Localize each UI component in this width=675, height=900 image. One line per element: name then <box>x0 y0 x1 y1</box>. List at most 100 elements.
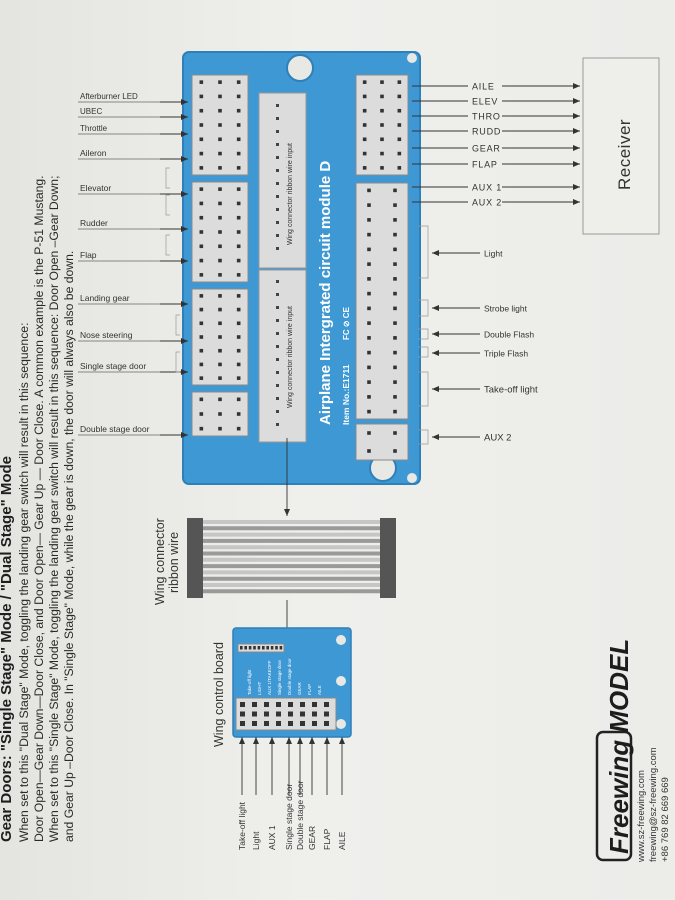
header-pin <box>218 397 222 402</box>
header-pin <box>236 362 241 367</box>
header-pin <box>393 306 397 311</box>
header-pin <box>218 230 222 234</box>
mounting-hole-corner <box>407 473 417 483</box>
ribbon-pin <box>276 358 279 361</box>
header-pin <box>362 166 367 170</box>
ribbon-pin <box>276 195 279 198</box>
ribbon-label-line-1: Wing connector <box>153 518 167 605</box>
ribbon-pin <box>276 169 279 172</box>
freewing-logo: Freewing MODEL <box>604 639 634 854</box>
output-bracket <box>418 429 429 445</box>
brand-email: freewing@sz-freewing.com <box>648 747 659 862</box>
header-pin <box>218 137 222 142</box>
header-pin <box>199 412 204 416</box>
group-bracket <box>165 234 170 256</box>
header-pin <box>236 412 241 416</box>
ribbon-pin <box>276 319 279 322</box>
instruction-heading: Gear Doors: "Single Stage" Mode / "Dual … <box>0 456 15 842</box>
wing-tiny-label-0: Take-off light <box>247 669 252 695</box>
header-pin <box>367 188 371 193</box>
wing-socket-pin <box>257 646 261 650</box>
wing-header-pin <box>264 721 269 726</box>
header-pin <box>362 137 367 142</box>
header-pin <box>218 335 222 339</box>
header-pin <box>236 376 241 380</box>
header-pin <box>367 409 371 414</box>
instruction-line-1: When set to this "Dual Stage" Mode, togg… <box>17 323 31 842</box>
ribbon-pin <box>276 371 279 374</box>
wing-tiny-label-6: FLAP <box>307 684 312 695</box>
output-label-2: Double Flash <box>484 330 534 340</box>
header-pin <box>393 247 397 252</box>
input-label-3: Aileron <box>80 148 107 158</box>
input-label-9: Single stage door <box>80 361 146 371</box>
header-pin <box>393 350 397 355</box>
wing-pin-label-7: AILE <box>337 831 347 850</box>
header-pin <box>236 244 241 249</box>
wing-socket-pin <box>266 646 269 650</box>
header-pin <box>380 80 384 84</box>
header-pin <box>236 108 241 113</box>
header-pin <box>218 80 222 84</box>
wing-socket-pin <box>275 646 278 650</box>
header-pin <box>236 321 241 326</box>
header-pin <box>199 426 204 431</box>
wing-socket-pin <box>240 646 243 650</box>
receiver-channel-label-0: AILE <box>472 82 495 92</box>
module-certification-marks: FC ⊘ CE <box>342 306 351 340</box>
wing-ribbon-socket <box>237 643 285 653</box>
header-pin <box>218 123 222 127</box>
ribbon-pin <box>276 280 279 283</box>
header-pin <box>393 218 397 222</box>
header-pin <box>236 187 241 191</box>
wing-board-hole <box>336 676 346 686</box>
input-label-2: Throttle <box>80 124 108 133</box>
module-input-labels: Afterburner LEDUBECThrottleAileronElevat… <box>78 92 188 438</box>
right-servo-headers <box>355 74 409 461</box>
wing-tiny-label-5: GEAR <box>297 681 302 695</box>
wing-header-pin <box>312 702 317 707</box>
wing-tiny-label-2: AUX 1/TAKEOFF <box>267 660 272 695</box>
ribbon-cable: Wing connector ribbon wire <box>153 438 396 646</box>
circuit-module-board: Wing connector ribbon wire input Wing co… <box>182 51 421 485</box>
header-pin <box>199 166 204 170</box>
wing-header-pin <box>300 721 305 726</box>
header-pin <box>199 187 204 191</box>
instruction-line-4: and Gear Up –Door Close. In "Single Stag… <box>62 251 76 842</box>
header-pin <box>362 80 367 84</box>
header-pin <box>199 294 204 298</box>
header-pin <box>380 166 384 170</box>
wing-pin-label-4: Double stage door <box>295 780 305 850</box>
header-pin <box>393 395 397 399</box>
ribbon-input-connector-top <box>258 92 307 269</box>
header-pin <box>199 108 204 113</box>
ribbon-pin <box>276 221 279 224</box>
header-pin <box>362 123 367 127</box>
wing-socket-pin <box>262 646 265 650</box>
header-pin <box>199 80 204 84</box>
output-bracket <box>418 346 429 358</box>
header-pin <box>218 187 222 191</box>
header-pin <box>199 362 204 367</box>
header-pin <box>236 94 241 99</box>
header-pin <box>218 426 222 431</box>
header-pin <box>199 335 204 339</box>
wing-header-pin <box>252 702 257 707</box>
header-pin <box>393 365 397 370</box>
header-pin <box>380 151 384 156</box>
header-pin <box>236 335 241 339</box>
wing-header-pin <box>252 721 257 726</box>
header-pin <box>199 273 204 277</box>
wing-header-pin <box>240 702 245 707</box>
wing-header-pin <box>312 711 317 717</box>
ribbon-input-connector-bottom <box>258 269 307 443</box>
output-label-0: Light <box>484 249 503 259</box>
ribbon-pin <box>276 104 279 107</box>
receiver-channel-label-6: AUX 1 <box>472 183 502 193</box>
header-pin <box>199 321 204 326</box>
group-bracket <box>175 314 180 336</box>
brand-phone: +86 769 82 669 669 <box>660 777 671 862</box>
group-bracket <box>175 351 180 373</box>
